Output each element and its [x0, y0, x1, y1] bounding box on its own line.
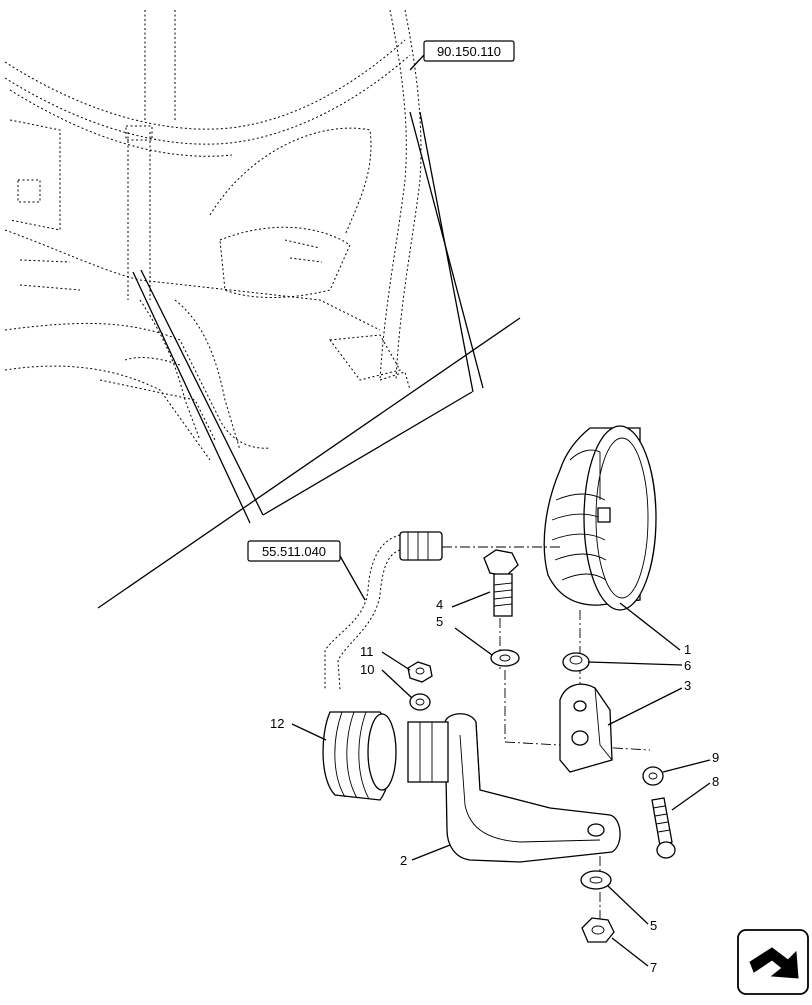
callout-12-text: 12 [270, 716, 284, 731]
nut-part-11 [407, 661, 433, 683]
reference-label-top-text: 90.150.110 [437, 44, 501, 59]
bolt-part-4 [483, 549, 519, 617]
bracket-part-3 [559, 683, 613, 773]
callout-9-text: 9 [712, 750, 719, 765]
callout-5-top-text: 5 [436, 614, 443, 629]
callout-5-bottom-text: 5 [650, 918, 657, 933]
rubber-boot-part-12 [322, 711, 397, 801]
callout-7: 7 [611, 937, 657, 975]
callout-6: 6 [587, 658, 691, 673]
zoom-leader-lines [97, 111, 521, 609]
nut-part-6 [562, 652, 590, 672]
washer-part-10 [409, 693, 431, 711]
callout-4-text: 4 [436, 597, 443, 612]
callout-2-text: 2 [400, 853, 407, 868]
callout-2: 2 [400, 844, 451, 868]
reference-label-mid[interactable]: 55.511.040 [247, 540, 366, 601]
callout-6-text: 6 [684, 658, 691, 673]
callout-1: 1 [619, 602, 691, 657]
lamp-connector [324, 531, 443, 691]
callout-8: 8 [671, 774, 719, 811]
reference-label-mid-text: 55.511.040 [262, 544, 326, 559]
washer-part-5-bottom [580, 870, 612, 890]
callout-4: 4 [436, 591, 491, 612]
callout-3-text: 3 [684, 678, 691, 693]
nut-part-7 [581, 917, 615, 943]
work-lamp [543, 425, 657, 611]
screw-part-8 [651, 797, 676, 859]
callout-9: 9 [662, 750, 719, 773]
callout-12: 12 [270, 716, 327, 741]
washer-part-9 [642, 766, 664, 786]
cab-frame-context [4, 9, 422, 461]
callout-5-bottom: 5 [607, 885, 657, 933]
callout-10-text: 10 [360, 662, 374, 677]
callout-5-top: 5 [436, 614, 493, 656]
next-page-arrow-icon[interactable] [737, 929, 809, 995]
callout-11: 11 [360, 644, 411, 671]
callout-11-text: 11 [360, 644, 374, 659]
callout-10: 10 [360, 662, 413, 699]
washer-part-5-top [490, 649, 520, 667]
callout-7-text: 7 [650, 960, 657, 975]
callout-8-text: 8 [712, 774, 719, 789]
callout-3: 3 [607, 678, 691, 726]
mounting-arm-part-2 [407, 713, 621, 863]
callout-1-text: 1 [684, 642, 691, 657]
reference-label-top[interactable]: 90.150.110 [409, 40, 515, 71]
